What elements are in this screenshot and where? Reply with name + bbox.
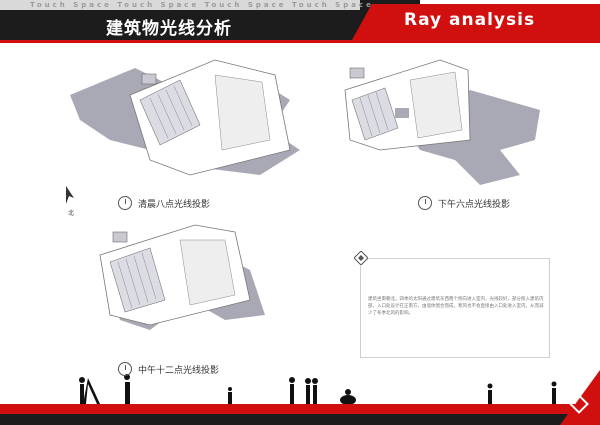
clock-icon [118,196,132,210]
north-arrow-icon [66,186,74,204]
footer-red-band [0,404,600,414]
page-title: 建筑物光线分析 [106,19,232,39]
clock-icon [118,362,132,376]
page-title-english: Ray analysis [404,10,536,30]
caption-evening-text: 下午六点光线投影 [438,199,511,210]
clock-icon [418,196,432,210]
footer-dark-band [0,414,600,425]
touch-space-strip: Touch Space Touch Space Touch Space Touc… [0,0,371,10]
diagram-noon [99,224,265,330]
people-silhouettes [79,374,557,405]
diamond-marker-icon [354,251,368,265]
caption-morning: 清晨八点光线投影 [118,196,210,210]
diagram-morning [70,59,300,176]
caption-noon: 中午十二点光线投影 [118,362,219,376]
header-red-line [0,40,600,43]
header: Touch Space Touch Space Touch Space Touc… [0,0,600,46]
title-red-tab [352,4,600,40]
caption-morning-text: 清晨八点光线投影 [138,199,211,210]
diagram-evening [344,59,540,185]
description-text: 建筑坐南朝北，四季的太阳通过建筑东西两个侧向进入室内，光线较好，部分照入建筑内部… [368,297,544,316]
caption-evening: 下午六点光线投影 [418,196,510,210]
description-box [360,258,550,358]
compass-label: 北 [68,210,75,217]
caption-noon-text: 中午十二点光线投影 [138,365,220,376]
